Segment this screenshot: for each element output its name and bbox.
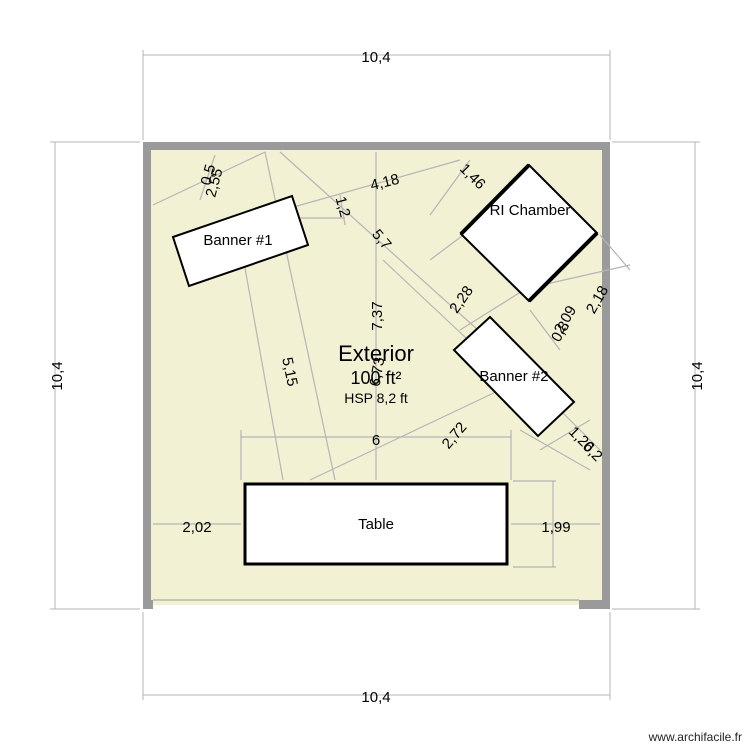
dim-banner1-side-b: 0,5 <box>198 163 220 188</box>
room-area: 100 ft² <box>350 368 401 388</box>
banner-2[interactable]: Banner #2 <box>452 315 576 438</box>
ri-chamber[interactable]: RI Chamber <box>459 163 599 303</box>
dim-right: 10,4 <box>689 361 706 390</box>
site-credit[interactable]: www.archifacile.fr <box>648 730 742 744</box>
dim-overlap: 6,73 <box>367 356 389 388</box>
table[interactable]: Table <box>243 482 509 566</box>
room-name: Exterior <box>338 341 414 366</box>
room-height: HSP 8,2 ft <box>344 390 408 406</box>
outer-dimension-lines <box>50 50 700 700</box>
dim-banner1-to-table: 5,15 <box>278 356 301 388</box>
dim-bottom: 10,4 <box>361 689 390 706</box>
banner-2-label: Banner #2 <box>479 368 548 385</box>
ri-chamber-label: RI Chamber <box>490 202 571 219</box>
dim-center-vertical: 7,37 <box>369 301 386 330</box>
dim-banner1-short: 1,2 <box>332 195 354 220</box>
table-label: Table <box>358 516 394 533</box>
banner-1[interactable]: Banner #1 <box>171 194 310 288</box>
dim-banner1-to-chamber: 4,18 <box>369 171 401 195</box>
banner-1-label: Banner #1 <box>203 232 272 249</box>
dim-table-width: 6 <box>372 432 380 449</box>
dim-table-right-gap: 1,99 <box>541 519 570 536</box>
dim-left: 10,4 <box>49 361 66 390</box>
dim-top: 10,4 <box>361 49 390 66</box>
dim-table-left-gap: 2,02 <box>182 519 211 536</box>
dim-banner1-side-a: 2,55 <box>202 167 226 200</box>
room-walls <box>143 142 610 609</box>
